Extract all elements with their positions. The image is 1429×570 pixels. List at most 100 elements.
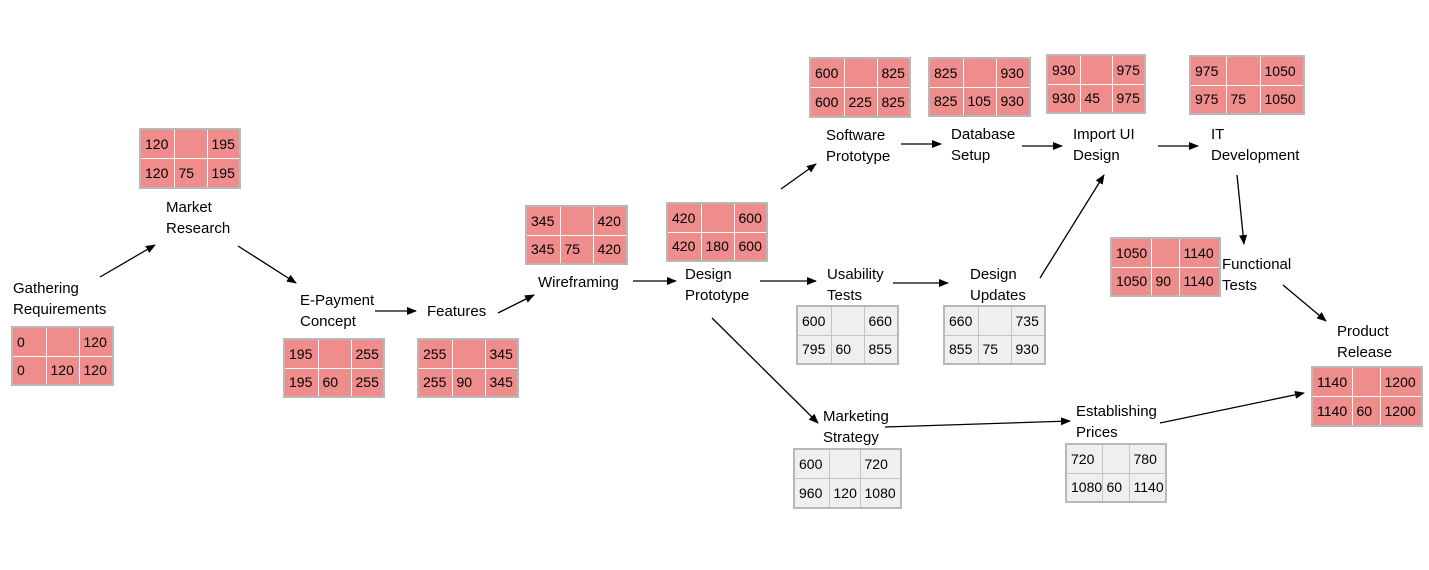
late-finish: 1050 (1259, 84, 1305, 115)
late-finish: 1080 (859, 478, 902, 509)
late-start: 420 (666, 231, 702, 262)
node-label-line1: Database (951, 126, 1016, 143)
node-label-import-ui-design: Import UI Design (1073, 124, 1135, 166)
early-start: 720 (1065, 443, 1103, 474)
node-label-line1: Product (1337, 323, 1389, 340)
early-start: 255 (417, 338, 453, 369)
duration: 60 (1351, 396, 1381, 427)
node-label-usability-tests: Usability Tests (827, 264, 884, 306)
edge-market-epayment (237, 245, 297, 284)
node-label-features: Features (427, 301, 486, 322)
late-start: 960 (793, 478, 830, 509)
node-label-it-development: IT Development (1211, 124, 1299, 166)
early-start: 195 (283, 338, 319, 369)
early-start: 825 (928, 57, 964, 88)
early-finish: 420 (592, 205, 628, 236)
node-label-line1: Wireframing (538, 274, 619, 291)
node-label-line2: Release (1337, 344, 1393, 361)
late-finish: 930 (1010, 334, 1046, 365)
node-label-marketing-strategy: Marketing Strategy (823, 406, 889, 448)
late-start: 255 (417, 367, 453, 398)
node-label-e-payment-concept: E-Payment Concept (300, 290, 374, 332)
node-label-gathering-requirements: Gathering Requirements (13, 278, 106, 320)
duration: 45 (1079, 83, 1113, 114)
duration: 180 (700, 231, 735, 262)
late-finish: 930 (995, 86, 1031, 117)
edge-marketing-prices (884, 417, 1071, 428)
early-finish: 720 (859, 448, 902, 479)
edge-design-software (780, 163, 817, 190)
duration: 75 (173, 158, 208, 189)
early-start: 600 (796, 305, 832, 336)
empty-cell (1351, 366, 1381, 397)
node-label-line2: Design (1073, 147, 1120, 164)
duration: 90 (1150, 266, 1180, 297)
late-start: 0 (11, 355, 47, 386)
node-label-design-updates: Design Updates (970, 264, 1026, 306)
late-finish: 120 (78, 355, 114, 386)
early-finish: 825 (876, 57, 911, 88)
node-label-line1: Design (685, 266, 732, 283)
early-start: 600 (793, 448, 830, 479)
early-finish: 780 (1128, 443, 1167, 474)
early-finish: 195 (206, 128, 241, 159)
edge-features-wireframing (497, 294, 535, 314)
node-label-line1: Design (970, 266, 1017, 283)
node-label-line2: Prototype (685, 287, 750, 304)
late-finish: 975 (1111, 83, 1146, 114)
early-finish: 660 (863, 305, 899, 336)
early-start: 0 (11, 326, 47, 357)
late-start: 855 (943, 334, 979, 365)
duration: 225 (843, 87, 878, 118)
empty-cell (962, 57, 997, 88)
late-start: 825 (928, 86, 964, 117)
edge-updates-importui (1039, 174, 1105, 279)
node-label-line2: Updates (970, 287, 1026, 304)
node-label-software-prototype: Software Prototype (826, 125, 890, 167)
node-label-line1: Establishing (1076, 403, 1157, 420)
duration: 60 (1101, 472, 1130, 503)
late-finish: 825 (876, 87, 911, 118)
early-finish: 600 (733, 202, 768, 233)
node-label-line1: Market (166, 199, 212, 216)
node-label-line1: Features (427, 303, 487, 320)
node-label-line1: Functional (1222, 256, 1292, 273)
early-start: 930 (1046, 54, 1081, 85)
node-label-line2: Prices (1076, 424, 1118, 441)
duration: 60 (317, 367, 352, 398)
duration: 75 (977, 334, 1012, 365)
node-label-line2: Strategy (823, 429, 879, 446)
empty-cell (45, 326, 80, 357)
node-label-product-release: Product Release (1337, 321, 1392, 363)
late-finish: 1140 (1178, 266, 1221, 297)
node-label-line1: Software (826, 127, 886, 144)
node-label-wireframing: Wireframing (538, 272, 619, 293)
node-label-line2: Research (166, 220, 231, 237)
node-label-market-research: Market Research (166, 197, 230, 239)
duration: 90 (451, 367, 486, 398)
late-finish: 600 (733, 231, 768, 262)
node-label-line1: Import UI (1073, 126, 1135, 143)
duration: 60 (830, 334, 865, 365)
edge-gathering-market (99, 244, 156, 278)
empty-cell (700, 202, 735, 233)
early-finish: 120 (78, 326, 114, 357)
late-start: 1050 (1110, 266, 1152, 297)
early-finish: 930 (995, 57, 1031, 88)
node-label-line2: Tests (827, 287, 863, 304)
empty-cell (830, 305, 865, 336)
node-label-line2: Concept (300, 313, 356, 330)
empty-cell (1079, 54, 1113, 85)
late-finish: 345 (484, 367, 519, 398)
duration: 120 (828, 478, 861, 509)
